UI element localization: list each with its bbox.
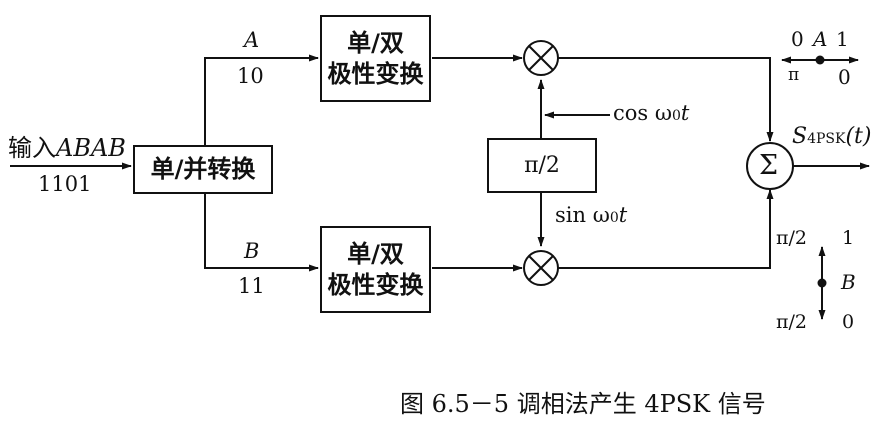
- const-a-top-right: 1: [836, 27, 849, 51]
- input-bits: 1101: [38, 172, 92, 196]
- branch-a-bits: 10: [237, 64, 264, 88]
- sin-carrier-sub: 0: [609, 210, 619, 226]
- const-a-top-left: 0: [791, 27, 804, 51]
- polarity-converter-a: 单/双 极性变换: [320, 15, 431, 102]
- polarity-converter-b: 单/双 极性变换: [320, 226, 431, 313]
- branch-a-name: A: [244, 28, 260, 52]
- cos-carrier-text: cos ω: [613, 101, 672, 125]
- output-arg: (t): [845, 124, 872, 149]
- const-b-left-bottom: π/2: [776, 311, 807, 333]
- const-b-name: B: [841, 270, 856, 294]
- sin-carrier-text: sin ω: [555, 203, 610, 227]
- const-a-bottom-right: 0: [838, 65, 851, 89]
- input-label-prefix: 输入: [8, 134, 56, 162]
- serial-parallel-converter-label: 单/并转换: [150, 155, 256, 183]
- sin-carrier-var: t: [618, 203, 628, 227]
- polarity-converter-b-line2: 极性变换: [327, 270, 424, 299]
- phase-shifter-label: π/2: [524, 153, 560, 178]
- polarity-converter-b-line1: 单/双: [347, 239, 404, 268]
- const-a-bottom-left: π: [788, 65, 800, 85]
- const-b-left-top: π/2: [776, 227, 807, 249]
- polarity-converter-a-line1: 单/双: [347, 28, 404, 57]
- branch-b-bits: 11: [238, 274, 265, 298]
- output-label: S4PSK(t): [792, 126, 871, 148]
- const-b-right-top: 1: [842, 227, 855, 249]
- summer-symbol: Σ: [759, 150, 779, 181]
- cos-carrier-var: t: [680, 101, 690, 125]
- const-a-name: A: [813, 27, 828, 51]
- serial-parallel-converter: 单/并转换: [133, 145, 273, 194]
- sin-carrier-label: sin ω0t: [555, 205, 627, 226]
- output-symbol: S: [792, 124, 808, 149]
- output-sub: 4PSK: [807, 131, 846, 147]
- branch-b-name: B: [244, 239, 260, 263]
- cos-carrier-sub: 0: [671, 108, 681, 124]
- polarity-converter-a-line2: 极性变换: [327, 59, 424, 88]
- const-b-right-bottom: 0: [842, 311, 855, 333]
- figure-caption: 图 6.5－5 调相法产生 4PSK 信号: [400, 390, 766, 418]
- cos-carrier-label: cos ω0t: [613, 103, 689, 124]
- phase-shifter: π/2: [487, 138, 597, 193]
- input-label: 输入ABAB: [8, 136, 126, 160]
- input-sequence: ABAB: [56, 134, 126, 162]
